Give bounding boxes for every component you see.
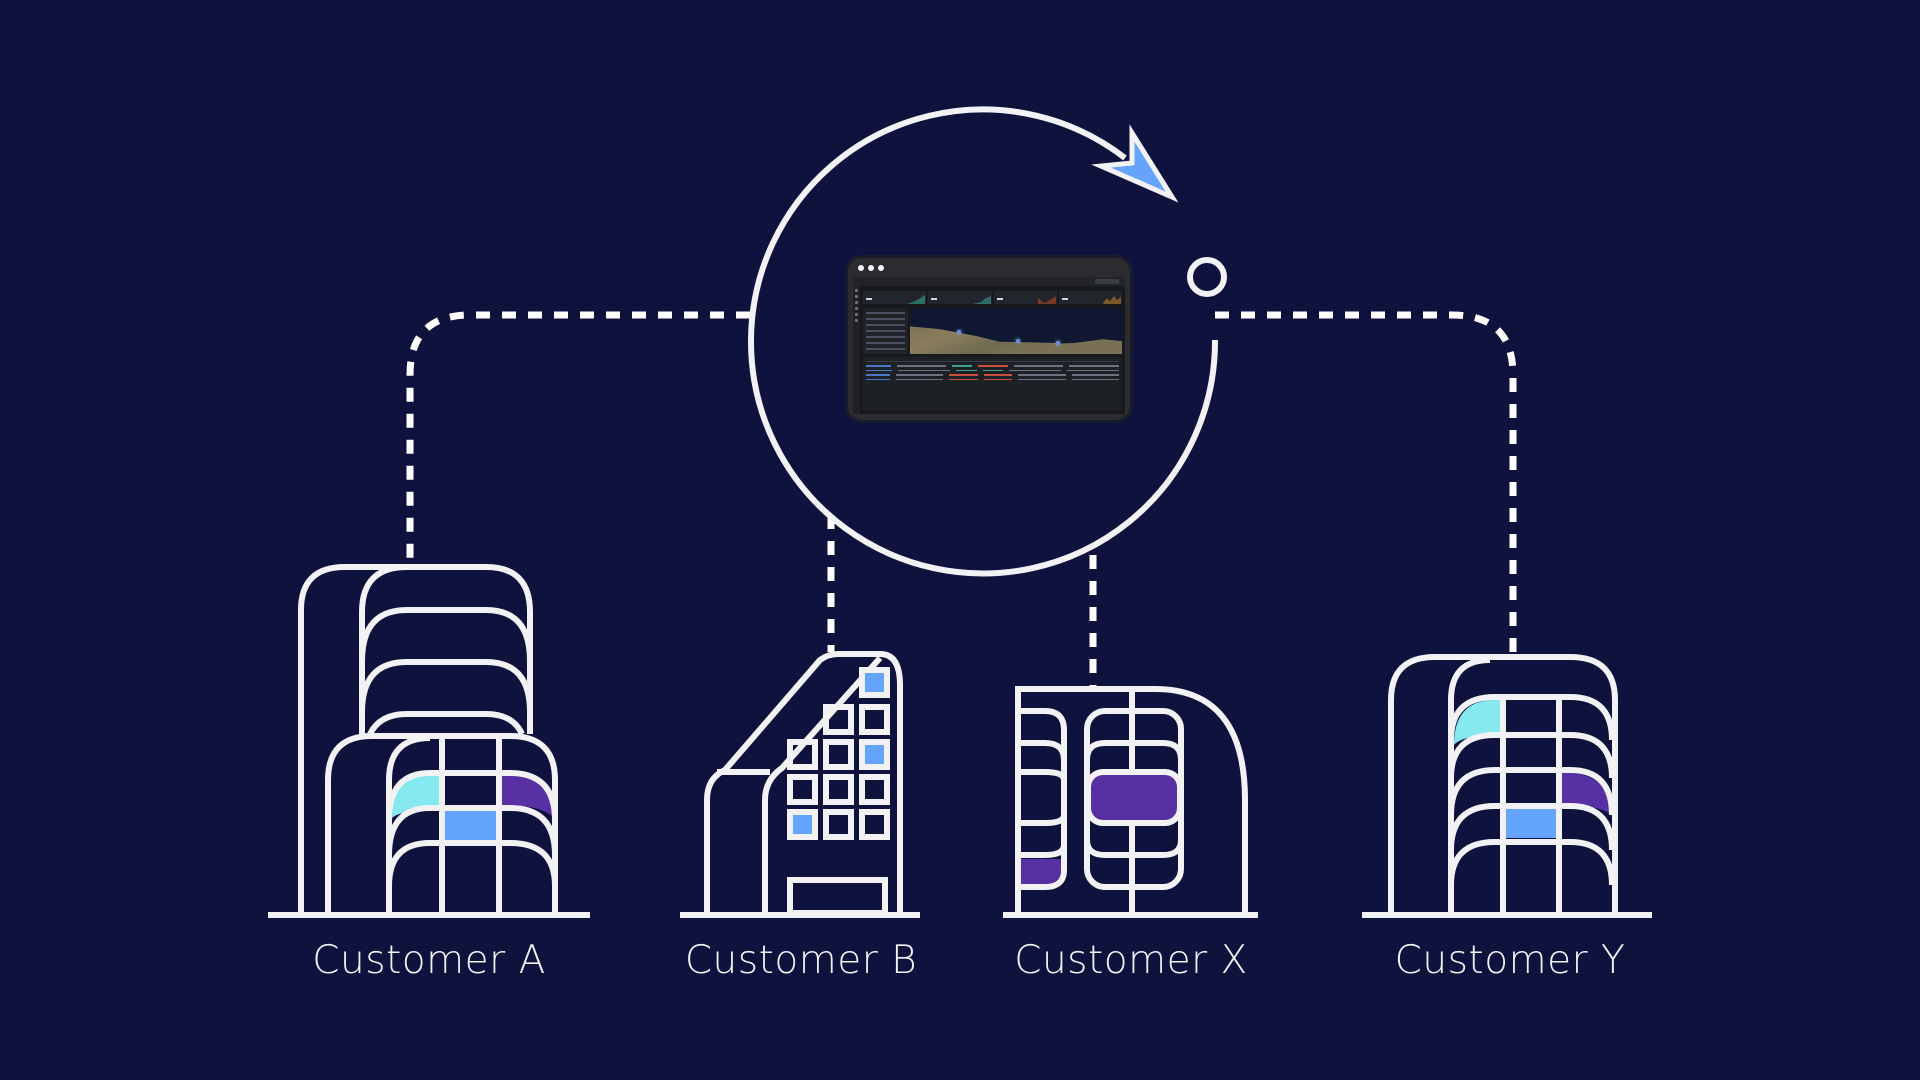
window-blue: [793, 815, 812, 834]
building-customer-y: [1362, 654, 1652, 918]
data-table: [863, 357, 1122, 411]
window-blue: [865, 673, 884, 692]
window-blue: [1505, 808, 1556, 838]
cycle-start-node-icon: [1187, 257, 1227, 297]
user-badge: [1095, 279, 1119, 284]
cycle-arrowhead-icon: [1091, 124, 1179, 203]
cycle-arc: [748, 106, 1219, 577]
map-marker: [956, 330, 961, 335]
customer-label-a: Customer A: [312, 938, 546, 983]
map-marker: [1056, 340, 1061, 345]
building-customer-a: [268, 564, 590, 918]
cycle-ring: [748, 106, 1227, 577]
kpi-cards: [863, 291, 1122, 304]
dashboard-topbar: [853, 277, 1125, 286]
connector-customer-a: [406, 311, 750, 562]
window-controls: [858, 265, 884, 271]
building-customer-b: [680, 651, 920, 918]
dashboard-sidebar: [853, 286, 860, 414]
map-marker: [1016, 339, 1020, 344]
customer-label-x: Customer X: [1014, 938, 1248, 983]
kpi-card: [863, 291, 927, 304]
dashboard-window: [853, 277, 1125, 414]
kpi-card: [1058, 291, 1122, 304]
connector-customer-y: [1215, 311, 1517, 652]
satellite-map: [910, 308, 1122, 354]
connectors: [406, 311, 1517, 686]
kpi-card: [928, 291, 992, 304]
customer-label-y: Customer Y: [1394, 938, 1626, 983]
filter-panel: [863, 308, 908, 354]
customer-label-b: Customer B: [684, 938, 918, 983]
kpi-card: [993, 291, 1057, 304]
dashboard-preview: [848, 258, 1130, 420]
window-blue: [865, 745, 884, 764]
window-blue: [445, 810, 496, 840]
window-purple: [1021, 859, 1061, 884]
window-purple: [1085, 769, 1183, 826]
building-customer-x: [1003, 686, 1258, 918]
